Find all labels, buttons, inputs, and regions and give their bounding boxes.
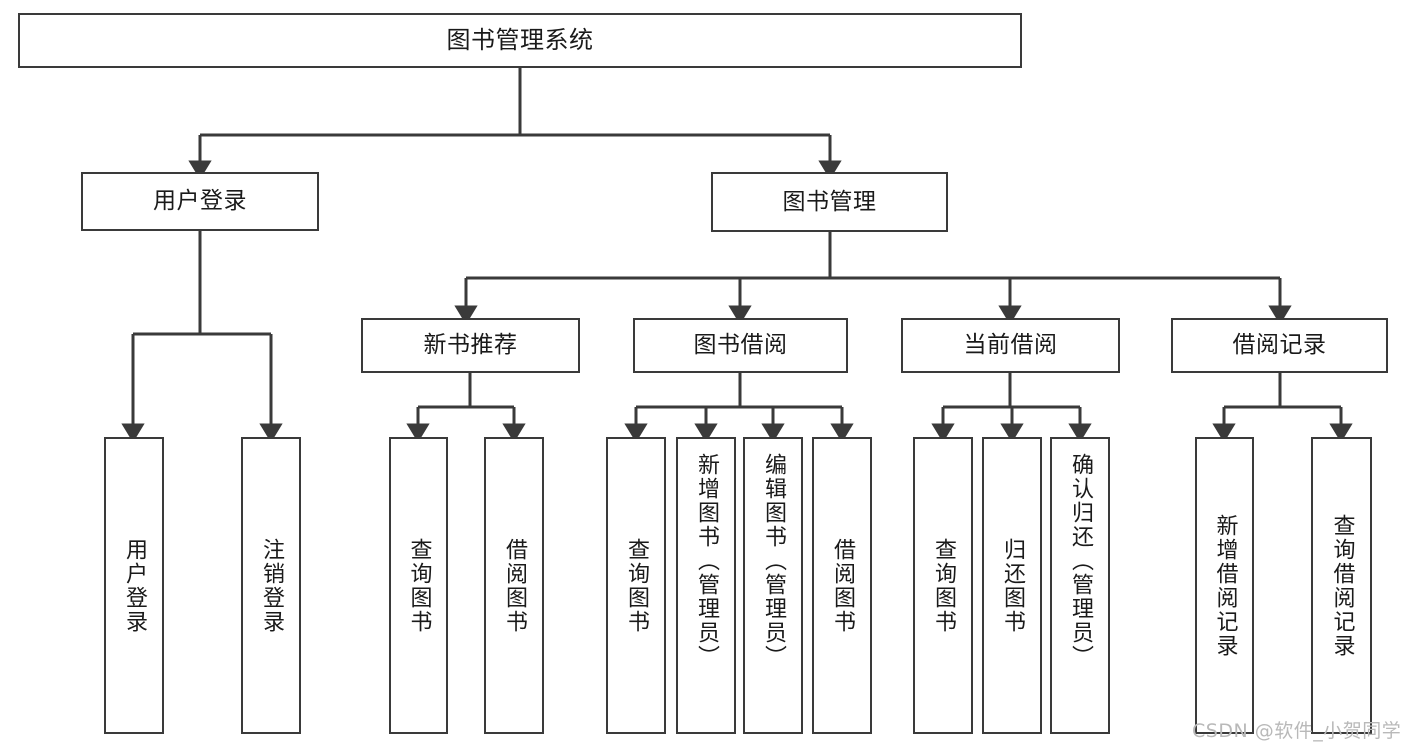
node-label: 图书借阅 (693, 332, 788, 359)
leaf-query-borrow-record[interactable]: 查询借阅记录 (1311, 437, 1372, 734)
node-label: 新书推荐 (423, 332, 518, 359)
leaf-borrow-book[interactable]: 借阅图书 (812, 437, 872, 734)
leaf-query-book-borrow[interactable]: 查询图书 (606, 437, 666, 734)
leaf-return-book[interactable]: 归还图书 (982, 437, 1042, 734)
node-current-borrow[interactable]: 当前借阅 (901, 318, 1120, 373)
csdn-watermark: CSDN @软件_小贺同学 (1192, 720, 1402, 742)
node-book-manage[interactable]: 图书管理 (711, 172, 948, 232)
node-label: 图书管理系统 (446, 25, 594, 54)
node-label: 编辑图书（管理员） (761, 453, 786, 669)
node-borrow-record[interactable]: 借阅记录 (1171, 318, 1388, 373)
leaf-add-borrow-record[interactable]: 新增借阅记录 (1195, 437, 1254, 734)
node-label: 查询图书 (931, 537, 956, 634)
leaf-logout-login[interactable]: 注销登录 (241, 437, 301, 734)
node-label: 查询图书 (624, 537, 649, 634)
node-label: 当前借阅 (963, 332, 1058, 359)
node-label: 图书管理 (782, 188, 877, 215)
node-label: 借阅记录 (1232, 332, 1327, 359)
node-new-book-recommend[interactable]: 新书推荐 (361, 318, 580, 373)
node-label: 归还图书 (1000, 537, 1025, 634)
node-label: 查询借阅记录 (1329, 513, 1355, 658)
node-book-borrow[interactable]: 图书借阅 (633, 318, 848, 373)
node-label: 新增图书（管理员） (694, 453, 719, 669)
leaf-confirm-return-admin[interactable]: 确认归还（管理员） (1050, 437, 1110, 734)
leaf-borrow-book-recommend[interactable]: 借阅图书 (484, 437, 544, 734)
node-root-book-management-system[interactable]: 图书管理系统 (18, 13, 1022, 68)
node-label: 注销登录 (259, 537, 284, 634)
leaf-edit-book-admin[interactable]: 编辑图书（管理员） (743, 437, 803, 734)
node-label: 借阅图书 (502, 537, 527, 634)
node-label: 用户登录 (153, 188, 247, 215)
leaf-query-book-current[interactable]: 查询图书 (913, 437, 973, 734)
leaf-query-book-recommend[interactable]: 查询图书 (389, 437, 448, 734)
leaf-user-login[interactable]: 用户登录 (104, 437, 164, 734)
node-label: 确认归还（管理员） (1068, 453, 1093, 669)
node-label: 用户登录 (122, 537, 147, 634)
node-label: 借阅图书 (830, 537, 855, 634)
node-user-login[interactable]: 用户登录 (81, 172, 319, 231)
node-label: 查询图书 (406, 537, 432, 634)
leaf-add-book-admin[interactable]: 新增图书（管理员） (676, 437, 736, 734)
node-label: 新增借阅记录 (1212, 513, 1238, 658)
